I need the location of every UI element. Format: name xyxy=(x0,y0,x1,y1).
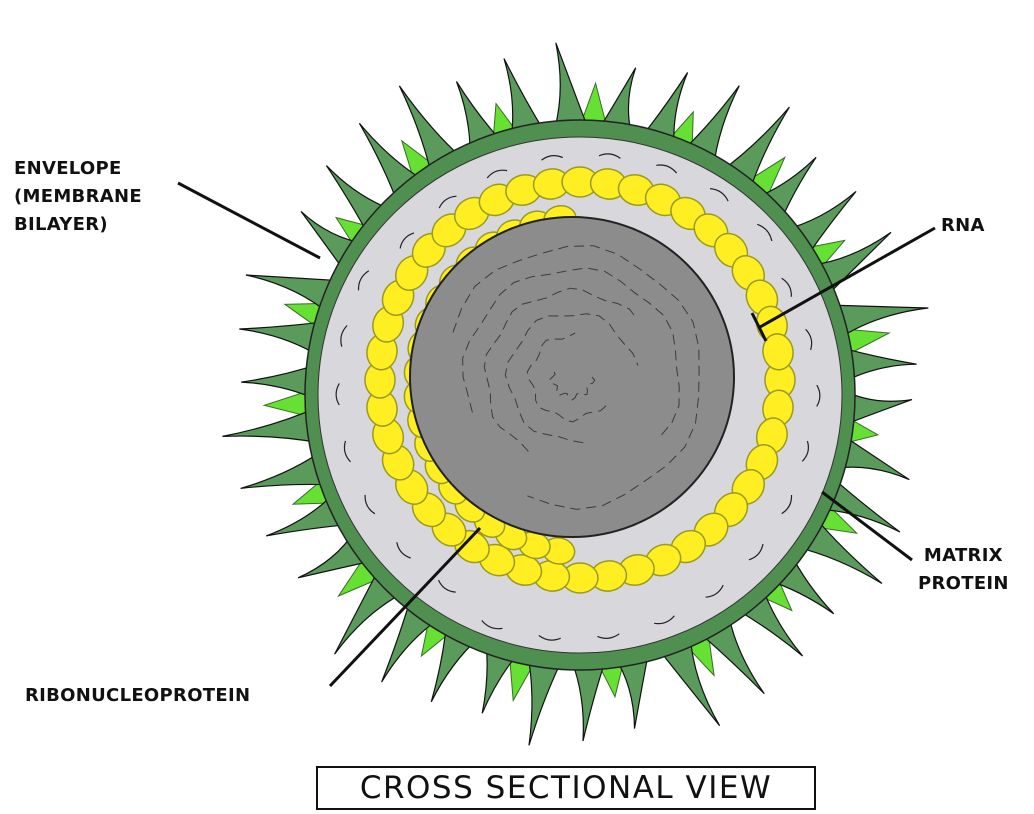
matrix-protein-label: MATRIX PROTEIN xyxy=(918,542,1009,598)
envelope-label-line-1: ENVELOPE xyxy=(14,155,142,183)
envelope-label-line-2: (MEMBRANE xyxy=(14,183,142,211)
ribonucleoprotein-label: RIBONUCLEOPROTEIN xyxy=(25,682,250,710)
matrix-label-line-1: MATRIX xyxy=(918,542,1009,570)
diagram-title: CROSS SECTIONAL VIEW xyxy=(316,766,816,810)
envelope-label: ENVELOPE (MEMBRANE BILAYER) xyxy=(14,155,142,239)
envelope-pointer xyxy=(178,183,320,258)
rna-label: RNA xyxy=(941,212,985,240)
rna-core xyxy=(410,217,734,537)
envelope-label-line-3: BILAYER) xyxy=(14,211,142,239)
matrix-label-line-2: PROTEIN xyxy=(918,570,1009,598)
